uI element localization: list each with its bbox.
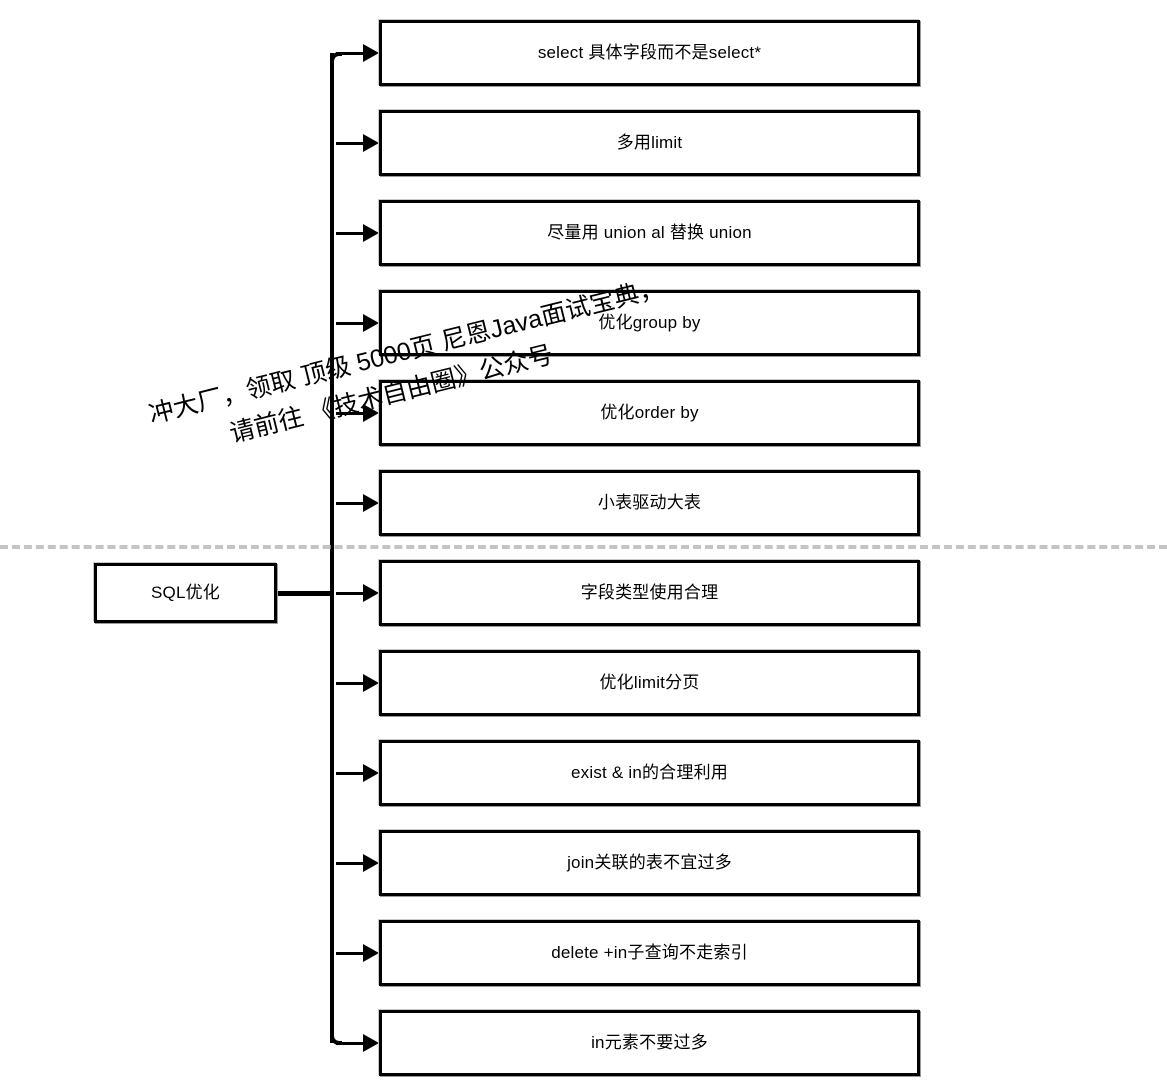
connector-line xyxy=(336,771,363,775)
arrow-head-icon xyxy=(363,854,379,872)
branch-node[interactable]: 优化limit分页 xyxy=(379,650,920,716)
branch-node[interactable]: delete +in子查询不走索引 xyxy=(379,920,920,986)
branch-node[interactable]: 字段类型使用合理 xyxy=(379,560,920,626)
arrow-head-icon xyxy=(363,314,379,332)
branch-node[interactable]: 优化group by xyxy=(379,290,920,356)
connector-line xyxy=(336,951,363,955)
trunk-corner-bottom xyxy=(330,1032,342,1045)
trunk-corner-top xyxy=(330,51,342,64)
root-node-sql-optimization[interactable]: SQL优化 xyxy=(94,563,277,623)
connector-line xyxy=(336,501,363,505)
page-break-dashed-line xyxy=(0,545,1167,549)
arrow-head-icon xyxy=(363,674,379,692)
branch-node[interactable]: exist & in的合理利用 xyxy=(379,740,920,806)
arrow-head-icon xyxy=(363,134,379,152)
branch-node[interactable]: select 具体字段而不是select* xyxy=(379,20,920,86)
branch-node[interactable]: 尽量用 union al 替换 union xyxy=(379,200,920,266)
branch-node[interactable]: 多用limit xyxy=(379,110,920,176)
connector-line xyxy=(336,411,363,415)
branch-node[interactable]: 优化order by xyxy=(379,380,920,446)
connector-line xyxy=(336,321,363,325)
connector-line xyxy=(336,1041,363,1045)
arrow-head-icon xyxy=(363,1034,379,1052)
arrow-head-icon xyxy=(363,224,379,242)
branch-node[interactable]: join关联的表不宜过多 xyxy=(379,830,920,896)
connector-line xyxy=(336,861,363,865)
arrow-head-icon xyxy=(363,494,379,512)
connector-line xyxy=(336,681,363,685)
arrow-head-icon xyxy=(363,404,379,422)
arrow-head-icon xyxy=(363,584,379,602)
connector-line xyxy=(336,591,363,595)
branch-node[interactable]: in元素不要过多 xyxy=(379,1010,920,1076)
arrow-head-icon xyxy=(363,944,379,962)
arrow-head-icon xyxy=(363,764,379,782)
arrow-head-icon xyxy=(363,44,379,62)
connector-line xyxy=(336,141,363,145)
root-stem-line xyxy=(277,590,334,596)
connector-line xyxy=(336,51,363,55)
connector-line xyxy=(336,231,363,235)
branch-node[interactable]: 小表驱动大表 xyxy=(379,470,920,536)
